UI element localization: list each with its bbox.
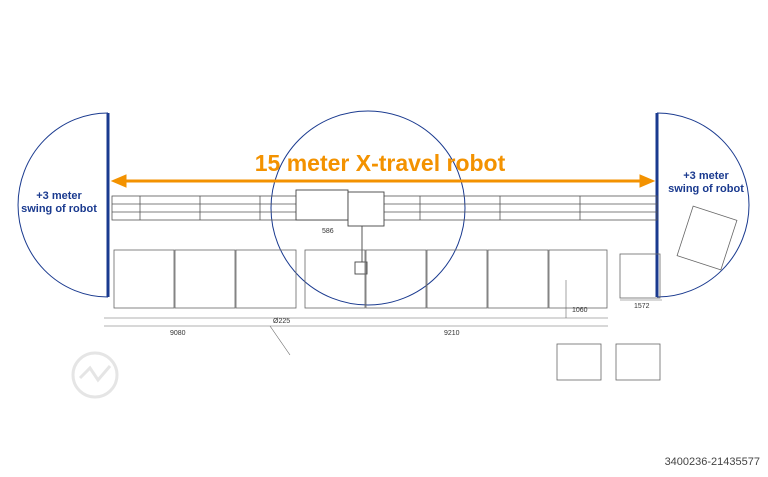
swing-left-line2: swing of robot: [21, 203, 97, 215]
watermark-logo: [71, 351, 119, 399]
dim-label-6: 1572: [634, 303, 650, 310]
dim-label-1: 9080: [170, 330, 186, 337]
dim-label-2: Ø225: [273, 318, 290, 325]
dim-label-3: 9210: [444, 330, 460, 337]
x-travel-arrow: [110, 174, 656, 188]
swing-semicircle-left: [17, 112, 109, 298]
dimension-lines: [104, 280, 662, 356]
swing-label-left: +3 meter swing of robot: [14, 190, 104, 216]
robot-reach-circle: [270, 110, 466, 306]
diagram-title: 15 meter X-travel robot: [254, 150, 506, 176]
dim-label-5: 1060: [572, 307, 588, 314]
robot-carriage: [295, 189, 385, 275]
swing-semicircle-right: [656, 112, 750, 298]
shelving-racks: [113, 205, 738, 381]
rail: [111, 195, 658, 221]
reference-number: 3400236-21435577: [664, 456, 760, 468]
swing-label-right: +3 meter swing of robot: [660, 170, 752, 196]
swing-left-line1: +3 meter: [36, 190, 82, 202]
swing-right-line1: +3 meter: [683, 170, 729, 182]
dim-label-4: 586: [322, 228, 334, 235]
swing-right-line2: swing of robot: [668, 183, 744, 195]
